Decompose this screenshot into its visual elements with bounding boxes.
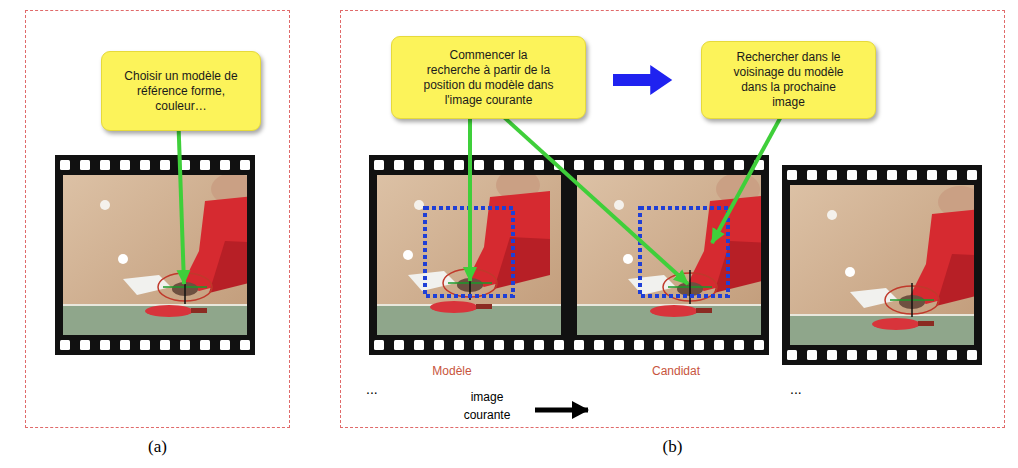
frame-label: ... [790,380,814,398]
flow-arrow [613,65,672,95]
panel-caption: (a) [26,437,289,457]
leader-arrow [468,100,472,281]
tracked-object [403,175,550,313]
figure-panel: (a)Choisir un modèle de référence forme,… [25,10,290,428]
leader-arrow [485,100,688,284]
callout-text: Rechercher dans le voisinage du modèle d… [732,50,845,110]
callout-box: Rechercher dans le voisinage du modèle d… [701,41,876,119]
callout-box: Commencer la recherche à partir de la po… [391,36,586,119]
callout-text: Commencer la recherche à partir de la po… [422,48,555,108]
leader-arrow [712,100,790,243]
tracked-object [845,186,974,330]
frame-label: image courante [456,388,518,424]
panel-caption: (b) [341,437,1004,457]
leader-arrow [178,110,184,284]
film-frame [569,155,770,355]
time-arrow [535,408,588,413]
frame-label: Candidat [636,362,716,380]
frame-label: ... [366,380,390,398]
film-frame [55,155,265,355]
film-frame [782,165,992,365]
callout-box: Choisir un modèle de référence forme, co… [101,51,261,131]
frame-label: Modèle [412,362,492,380]
callout-text: Choisir un modèle de référence forme, co… [124,69,238,114]
film-strip [569,155,769,355]
